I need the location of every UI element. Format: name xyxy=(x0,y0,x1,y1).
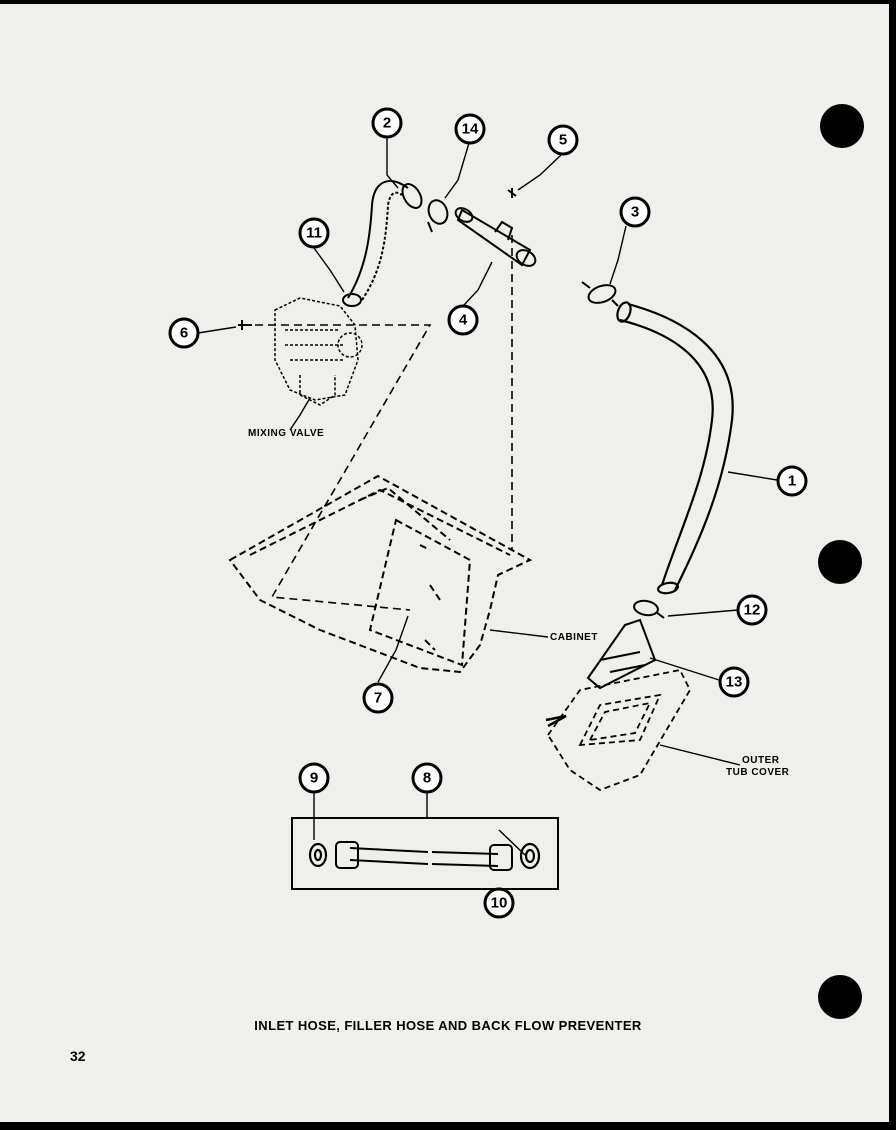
part-6-screw xyxy=(238,320,252,330)
part-13-fill-inlet xyxy=(586,618,657,690)
svg-text:7: 7 xyxy=(374,690,382,707)
callout-13: 13 xyxy=(718,666,750,698)
outer-tub-cover-label-line2: TUB COVER xyxy=(726,767,790,778)
outer-tub-cover-outline xyxy=(546,668,692,792)
page-bottom-edge xyxy=(0,1122,896,1130)
part-2-valve-to-breaker-hose xyxy=(347,180,423,301)
callout-leader-lines xyxy=(197,137,778,856)
callout-12: 12 xyxy=(736,594,768,626)
callout-6: 6 xyxy=(168,317,200,349)
callout-4: 4 xyxy=(447,304,479,336)
svg-text:2: 2 xyxy=(383,115,391,132)
assembly-leader-lines xyxy=(255,235,513,611)
part-1-fill-hose xyxy=(616,301,734,595)
svg-text:10: 10 xyxy=(491,895,508,912)
page-top-edge xyxy=(0,0,896,4)
svg-text:9: 9 xyxy=(310,770,318,787)
part-11-hose-clamp xyxy=(342,293,362,307)
callout-2: 2 xyxy=(371,107,403,139)
part-14-hose-clamp xyxy=(427,199,449,233)
mixing-valve-drawing xyxy=(274,297,363,406)
callout-9: 9 xyxy=(298,762,330,794)
callout-3: 3 xyxy=(619,196,651,228)
part-8-inlet-hose-box xyxy=(291,817,559,890)
mixing-valve-label: MIXING VALVE xyxy=(248,428,324,439)
callout-14: 14 xyxy=(454,113,486,145)
svg-text:8: 8 xyxy=(423,770,431,787)
part-12-hose-clamp xyxy=(633,599,665,619)
cabinet-label: CABINET xyxy=(550,632,598,643)
svg-text:3: 3 xyxy=(631,204,639,221)
callout-10: 10 xyxy=(483,887,515,919)
svg-text:1: 1 xyxy=(788,473,796,490)
part-4-back-flow-preventer xyxy=(454,207,537,267)
part-8-inlet-hose xyxy=(335,841,513,871)
cabinet-outline xyxy=(228,474,533,674)
diagram-title: INLET HOSE, FILLER HOSE AND BACK FLOW PR… xyxy=(254,1018,642,1033)
part-9-washer xyxy=(308,842,328,868)
page-number: 32 xyxy=(70,1048,86,1064)
svg-text:12: 12 xyxy=(744,602,761,619)
outer-tub-cover-label-line1: OUTER xyxy=(742,755,780,766)
part-10-washer xyxy=(519,842,541,870)
callout-11: 11 xyxy=(298,217,330,249)
binder-hole-bottom xyxy=(818,975,862,1019)
svg-text:14: 14 xyxy=(462,121,479,138)
svg-text:4: 4 xyxy=(459,312,468,329)
part-5-screw xyxy=(507,188,517,198)
callout-1: 1 xyxy=(776,465,808,497)
callout-7: 7 xyxy=(362,682,394,714)
callout-8: 8 xyxy=(411,762,443,794)
svg-text:13: 13 xyxy=(726,674,743,691)
svg-text:6: 6 xyxy=(180,325,188,342)
callout-5: 5 xyxy=(547,124,579,156)
part-3-hose-clamp xyxy=(581,281,619,307)
svg-text:11: 11 xyxy=(306,225,322,242)
svg-text:5: 5 xyxy=(559,132,567,149)
binder-hole-top xyxy=(820,104,864,148)
page-right-edge xyxy=(889,0,896,1130)
binder-hole-middle xyxy=(818,540,862,584)
